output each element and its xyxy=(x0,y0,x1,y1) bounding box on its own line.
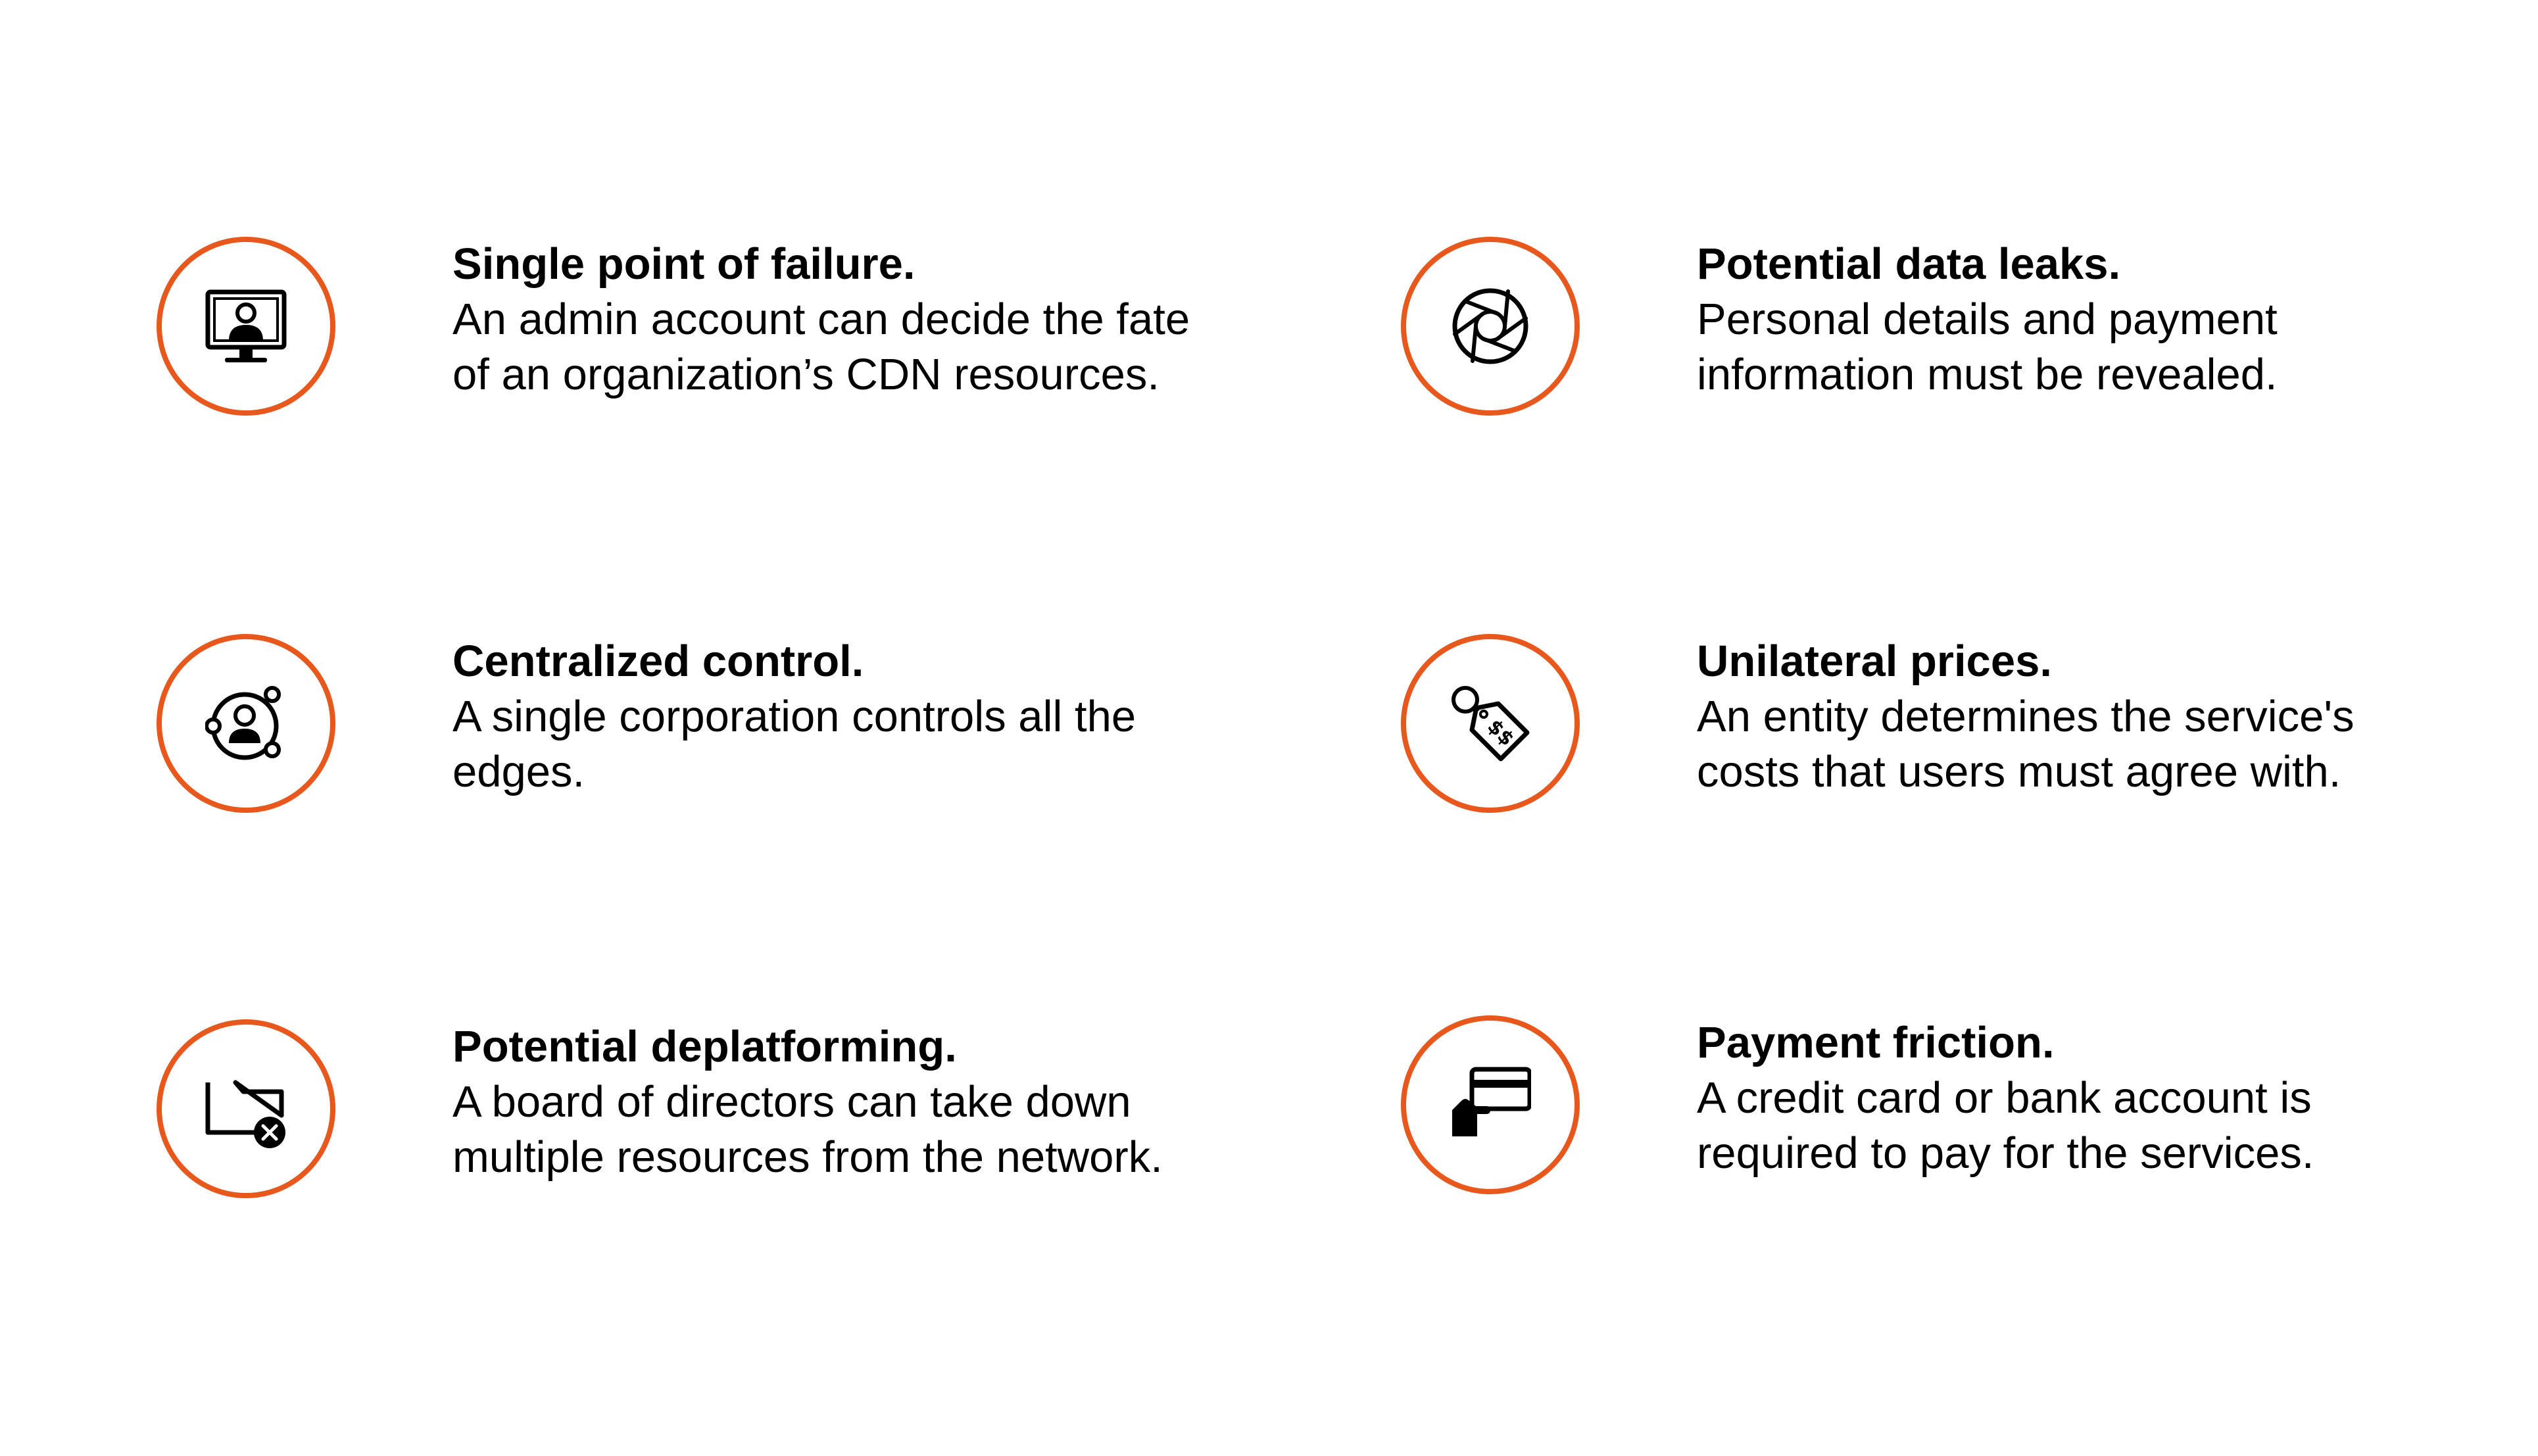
item-description: A board of directors can take down multi… xyxy=(452,1077,1163,1182)
item-text: Centralized control. A single corporatio… xyxy=(452,634,1209,800)
icon-circle xyxy=(1401,237,1580,416)
item-description: A credit card or bank account is require… xyxy=(1697,1073,2314,1178)
camera-aperture-icon xyxy=(1452,288,1528,364)
item-description: An entity determines the service's costs… xyxy=(1697,692,2355,796)
item-description: Personal details and payment information… xyxy=(1697,295,2278,399)
item-text: Single point of failure. An admin accoun… xyxy=(452,237,1209,402)
item-description: A single corporation controls all the ed… xyxy=(452,692,1136,796)
item-unilateral-prices: $$ Unilateral prices. An entity determin… xyxy=(1401,634,2486,884)
item-title: Centralized control. xyxy=(452,637,864,686)
item-title: Payment friction. xyxy=(1697,1018,2055,1067)
item-text: Potential data leaks. Personal details a… xyxy=(1697,237,2453,402)
item-potential-data-leaks: Potential data leaks. Personal details a… xyxy=(1401,237,2486,487)
item-title: Potential deplatforming. xyxy=(452,1022,957,1071)
item-title: Single point of failure. xyxy=(452,239,915,289)
user-network-icon xyxy=(205,686,281,760)
hand-credit-card-icon xyxy=(1452,1067,1531,1136)
item-text: Potential deplatforming. A board of dire… xyxy=(452,1019,1209,1185)
icon-circle xyxy=(1401,1015,1580,1194)
icon-circle xyxy=(157,634,335,813)
item-centralized-control: Centralized control. A single corporatio… xyxy=(157,634,1242,884)
item-single-point-of-failure: Single point of failure. An admin accoun… xyxy=(157,237,1242,487)
item-text: Payment friction. A credit card or bank … xyxy=(1697,1015,2453,1181)
price-tag-icon: $$ xyxy=(1452,686,1530,762)
monitor-user-icon xyxy=(205,289,287,362)
icon-circle xyxy=(157,237,335,416)
item-text: Unilateral prices. An entity determines … xyxy=(1697,634,2453,800)
icon-circle: $$ xyxy=(1401,634,1580,813)
item-description: An admin account can decide the fate of … xyxy=(452,295,1190,399)
item-title: Unilateral prices. xyxy=(1697,637,2052,686)
item-title: Potential data leaks. xyxy=(1697,239,2121,289)
item-potential-deplatforming: Potential deplatforming. A board of dire… xyxy=(157,1019,1242,1269)
folder-remove-icon xyxy=(205,1080,285,1148)
icon-circle xyxy=(157,1019,335,1198)
item-payment-friction: Payment friction. A credit card or bank … xyxy=(1401,1015,2486,1265)
